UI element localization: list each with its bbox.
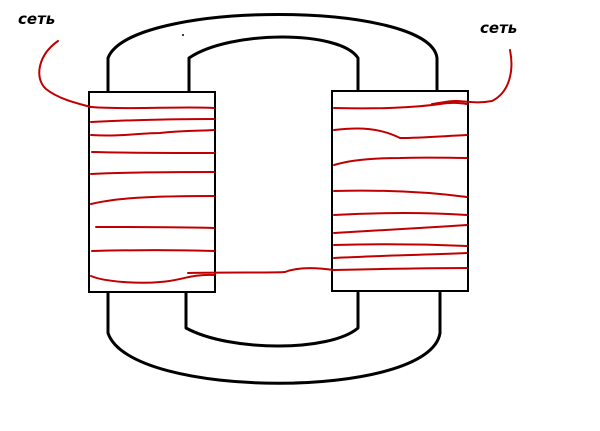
left-coil bbox=[88, 91, 216, 293]
left-coil-windings bbox=[90, 106, 215, 284]
right-turn bbox=[333, 101, 468, 110]
left-turn bbox=[91, 249, 215, 252]
left-turn bbox=[95, 226, 215, 229]
left-terminal-label: сеть bbox=[18, 10, 55, 28]
coil-link-wire bbox=[187, 267, 468, 274]
core-top-yoke-inner bbox=[187, 35, 360, 95]
left-lead-wire bbox=[38, 40, 92, 108]
core-bottom-yoke bbox=[106, 291, 442, 385]
left-turn bbox=[90, 195, 215, 205]
right-coil-windings bbox=[333, 101, 468, 259]
right-turn bbox=[333, 224, 468, 234]
right-turn bbox=[333, 243, 468, 247]
right-lead-wire bbox=[431, 49, 513, 105]
right-turn bbox=[333, 156, 468, 166]
left-turn bbox=[90, 171, 215, 175]
left-turn bbox=[91, 151, 215, 154]
right-turn bbox=[333, 212, 468, 216]
right-turn bbox=[333, 252, 468, 259]
speck bbox=[182, 34, 184, 36]
right-turn bbox=[333, 189, 468, 198]
core-top-yoke bbox=[106, 13, 439, 95]
left-turn bbox=[90, 273, 215, 284]
left-turn bbox=[90, 118, 215, 123]
core-bottom-yoke-inner bbox=[184, 291, 360, 348]
right-terminal-label: сеть bbox=[480, 19, 517, 37]
right-turn bbox=[333, 127, 468, 139]
left-turn bbox=[90, 106, 215, 110]
left-turn bbox=[90, 129, 215, 137]
